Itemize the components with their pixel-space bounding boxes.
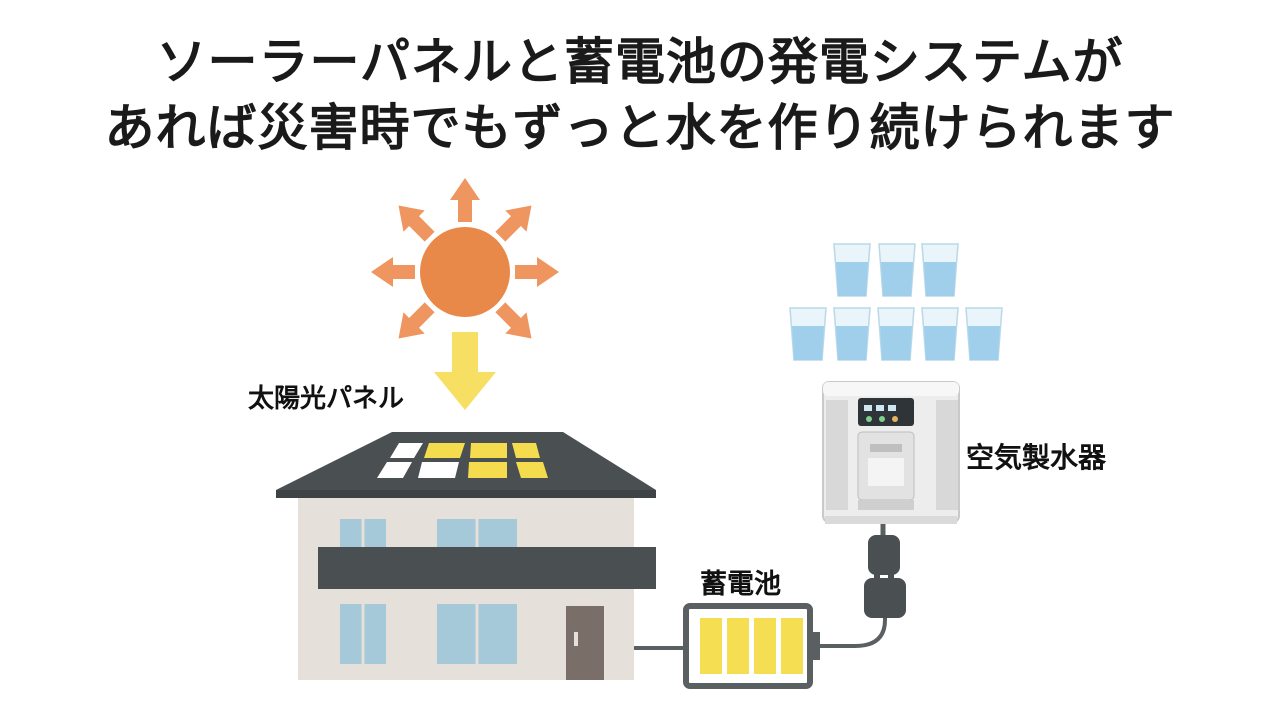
- water-glass-icon: [790, 308, 826, 360]
- water-glass-icon: [834, 308, 870, 360]
- battery-label: 蓄電池: [700, 562, 781, 601]
- power-plug-icon: [864, 535, 906, 618]
- water-glass-icon: [879, 244, 915, 296]
- battery-icon: [686, 606, 820, 686]
- house-icon: [276, 432, 656, 680]
- water-glass-icon: [878, 308, 914, 360]
- sun-icon: [420, 227, 510, 317]
- water-glass-icon: [922, 244, 958, 296]
- sunlight-arrow-icon: [434, 332, 496, 410]
- water-glass-icon: [922, 308, 958, 360]
- water-glasses: [790, 244, 1002, 360]
- water-glass-icon: [966, 308, 1002, 360]
- water-maker-icon: [823, 382, 959, 524]
- water-maker-label: 空気製水器: [966, 436, 1106, 476]
- solar-panel-label: 太陽光パネル: [248, 378, 404, 415]
